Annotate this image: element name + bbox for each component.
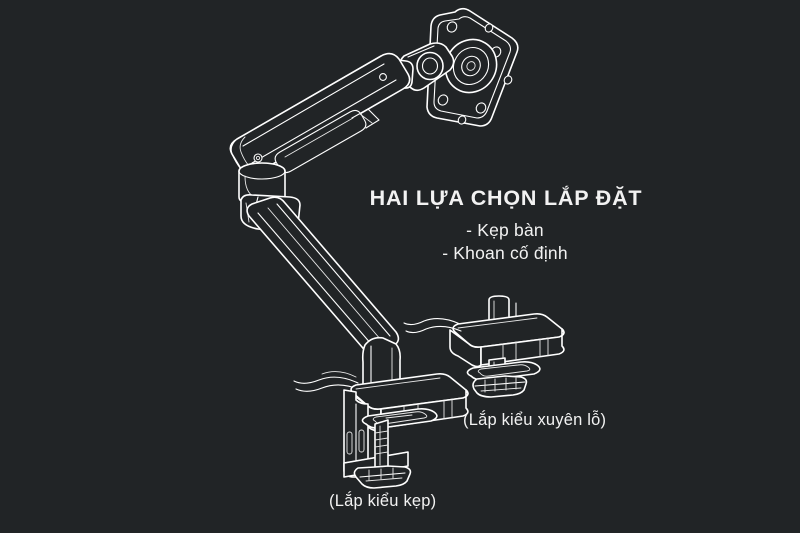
- option-item-grommet: - Khoan cố định: [442, 243, 568, 263]
- grommet-nut: [472, 375, 528, 398]
- clamp-screw-knob: [353, 465, 412, 489]
- caption-grommet-mount: (Lắp kiểu xuyên lỗ): [463, 411, 607, 429]
- upper-gas-spring-arm: [229, 52, 411, 176]
- grommet-base: [403, 295, 565, 398]
- caption-clamp-mount: (Lắp kiểu kẹp): [329, 492, 437, 510]
- cables: [293, 371, 361, 392]
- option-item-clamp: - Kẹp bàn: [466, 220, 544, 240]
- desk-clamp-base: [343, 373, 469, 489]
- page-title: HAI LỰA CHỌN LẮP ĐẶT: [369, 186, 643, 210]
